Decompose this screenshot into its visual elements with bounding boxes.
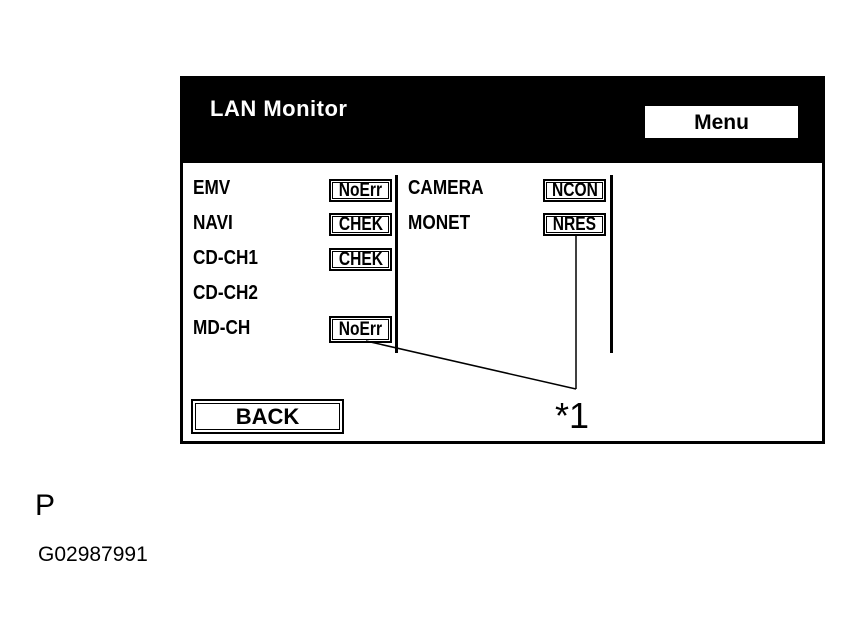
title-bar: LAN Monitor Menu: [183, 79, 822, 163]
status-badge-camera: NCON: [543, 179, 606, 202]
status-badge-emv: NoErr: [329, 179, 392, 202]
status-badge-monet: NRES: [543, 213, 606, 236]
menu-button[interactable]: Menu: [645, 106, 798, 138]
screen-title: LAN Monitor: [210, 96, 348, 121]
status-badge-cd-ch1: CHEK: [329, 248, 392, 271]
device-label-cd-ch1: CD-CH1: [193, 247, 258, 269]
device-label-cd-ch2: CD-CH2: [193, 282, 258, 304]
column-divider-right: [610, 175, 613, 353]
device-label-monet: MONET: [408, 212, 471, 234]
lan-monitor-screen: LAN Monitor Menu EMV NoErr NAVI CHEK CD-…: [180, 76, 825, 444]
device-label-md-ch: MD-CH: [193, 317, 251, 339]
device-label-camera: CAMERA: [408, 177, 484, 199]
figure-id: G02987991: [38, 543, 148, 566]
back-button[interactable]: BACK: [191, 399, 344, 434]
callout-label: *1: [555, 395, 590, 436]
device-label-navi: NAVI: [193, 212, 233, 234]
status-badge-md-ch: NoErr: [329, 316, 392, 343]
figure-letter: P: [35, 489, 56, 522]
device-label-emv: EMV: [193, 177, 231, 199]
status-badge-navi: CHEK: [329, 213, 392, 236]
column-divider-left: [395, 175, 398, 353]
